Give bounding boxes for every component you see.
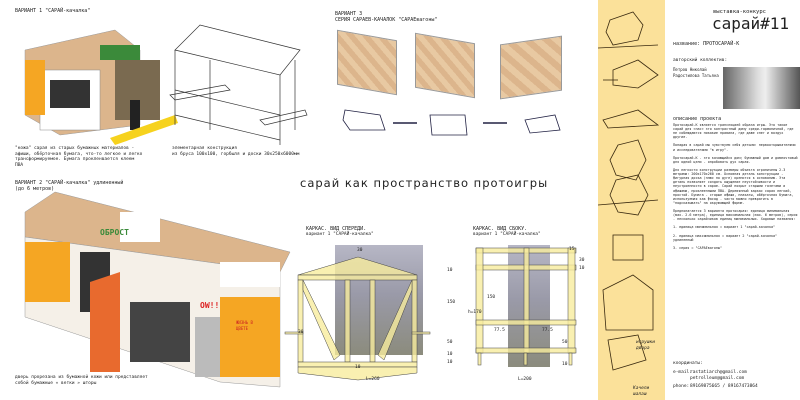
sketch-strip: игрушки двора Качели шалаш [597,0,665,400]
headline: сарай как пространство протоигры [300,176,549,190]
poster-text: ОБРОСТ [100,228,129,237]
dim: 50 [447,340,453,345]
dim: 30 [357,248,363,253]
phones: 89169875665 / 89167473864 [690,384,758,389]
email-label: e-mail: [673,370,692,375]
sketch-note: игрушки двора [636,340,655,351]
dim: L=260 [366,377,380,382]
front-title: КАРКАС. ВИД СПЕРЕДИ. [306,226,367,232]
poster-text: OW!! [200,301,220,310]
dim: 10 [355,365,361,370]
poster-text: ЖИЗНЬ В ЦВЕТЕ [236,320,253,331]
variant1-title: ВАРИАНТ 1 "САРАЙ-качалка" [15,8,91,14]
exhibition-label: выставка-конкурс [713,9,766,15]
dim: 10 [447,360,453,365]
phone-label: phone: [673,384,690,389]
dim: 10 [447,268,453,273]
dim: h=170 [468,310,482,315]
sketch-note: Качели шалаш [633,386,650,397]
coords-label: координаты: [673,361,703,366]
authors: Петров Николай Радостилова Татьяна [673,67,719,78]
project-name: название: ПРОТОСАРАЙ-К [673,41,740,47]
variant2-title: ВАРИАНТ 2 "САРАЙ-качалка" удлиненный (до… [15,180,124,192]
dim: 30 [579,258,585,263]
team-label: авторский коллектив: [673,58,728,63]
variant2-caption: дверь прорезана из бумажной кожи или пре… [15,375,148,386]
dim: 150 [447,300,456,305]
variant1-frame-caption: элементарная конструкция из бруса 100х10… [172,146,300,157]
dim: 15 [569,247,575,252]
description: Протосарай-К является трансляцией образа… [673,123,798,250]
emails[interactable]: rastatiarch@gmail.com petrolleum@gmail.c… [690,370,747,381]
dim: 50 [562,340,568,345]
dim: 77.5 [542,328,553,333]
brand-title: сарай#11 [712,14,790,33]
front-subtitle: вариант 1 "САРАЙ-качалка" [306,232,374,237]
dim: 77.5 [494,328,505,333]
authors-photo [723,67,800,109]
side-subtitle: вариант 1 "САРАЙ-качалка" [473,232,541,237]
dim: 150 [487,295,496,300]
variant1-caption: "кожа" сарая из старых бумажных материал… [15,146,143,168]
dim: 10 [579,266,585,271]
description-title: описание проекта [673,116,722,122]
dim: 30 [298,330,304,335]
variant3-title: ВАРИАНТ 3 СЕРИЯ САРАЕВ-КАЧАЛОК "САРАЕваг… [335,11,438,23]
dim: L=200 [518,377,532,382]
side-title: КАРКАС. ВИД СБОКУ. [473,226,528,232]
dim: 10 [447,352,453,357]
dim: 10 [562,362,568,367]
